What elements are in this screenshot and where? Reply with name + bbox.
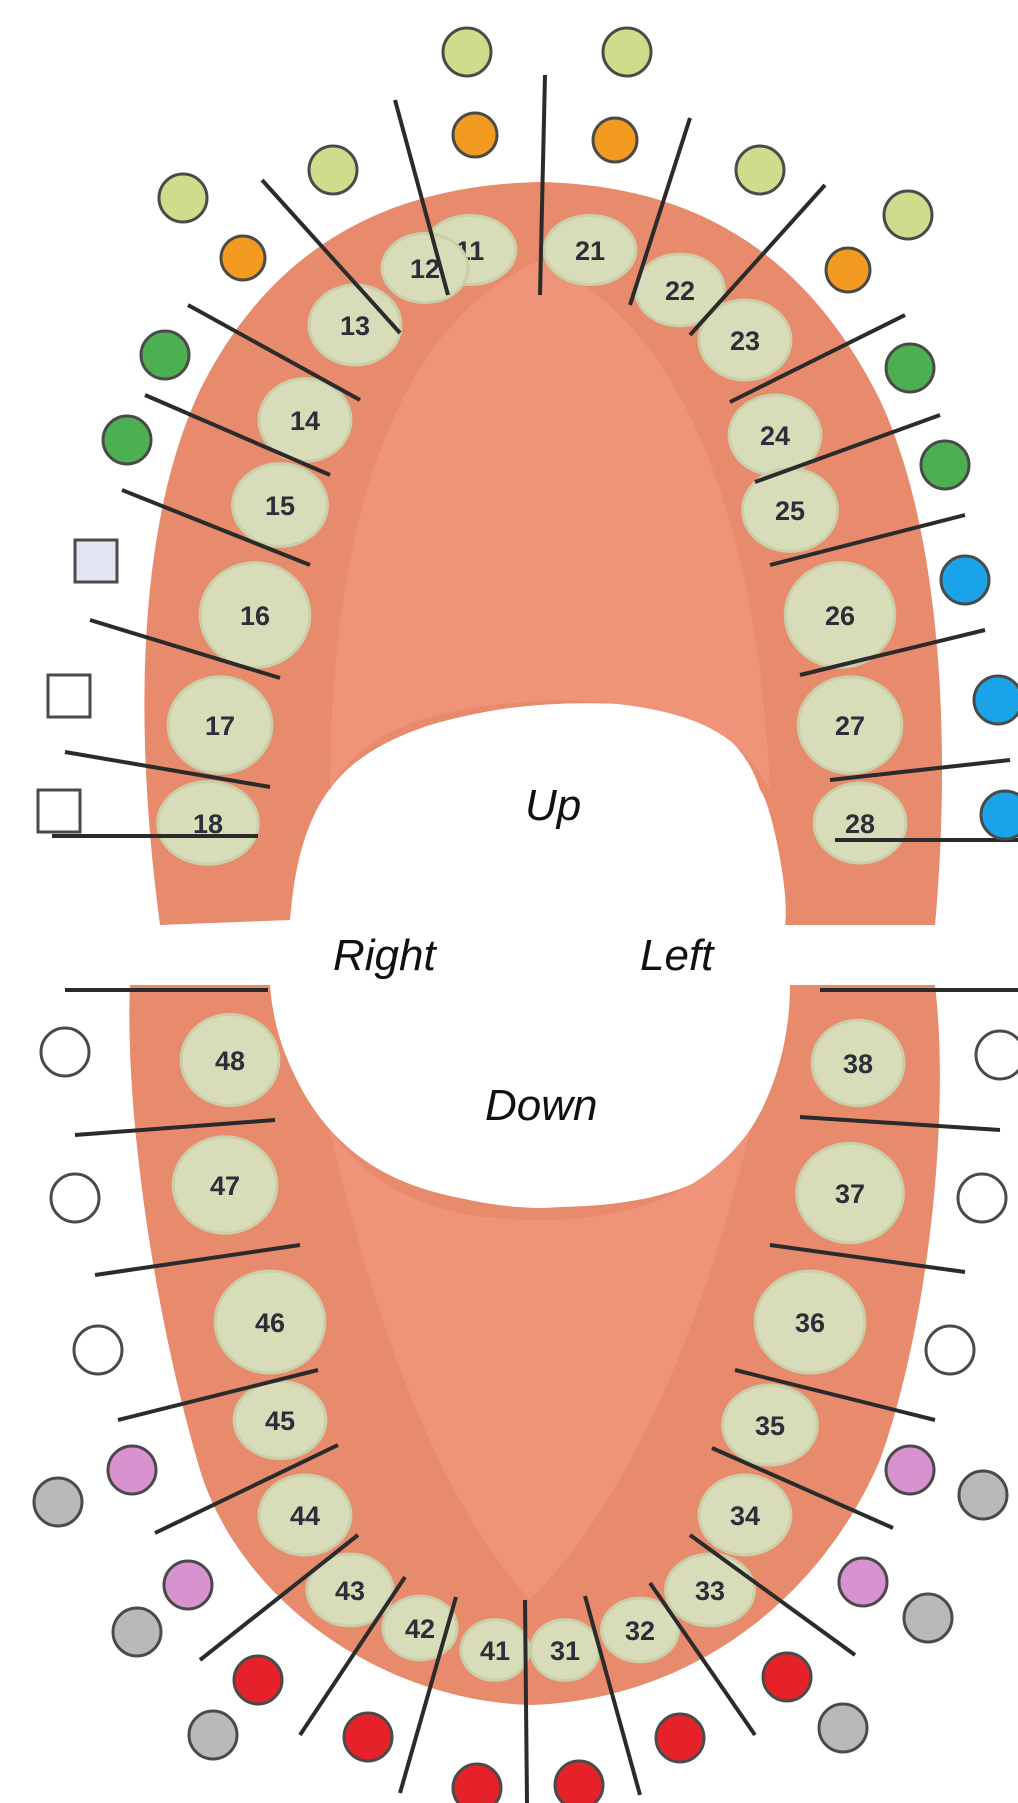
tooth-label-31: 31 <box>550 1636 580 1666</box>
label-left: Left <box>640 931 715 980</box>
marker-orange <box>453 113 497 157</box>
tooth-label-35: 35 <box>755 1411 785 1441</box>
marker-white <box>976 1031 1018 1079</box>
tooth-label-45: 45 <box>265 1406 295 1436</box>
marker-square-white <box>38 790 80 832</box>
marker-purple <box>839 1558 887 1606</box>
label-right: Right <box>333 931 437 980</box>
tooth-label-34: 34 <box>730 1501 760 1531</box>
marker-square-lavender <box>75 540 117 582</box>
tooth-label-17: 17 <box>205 711 235 741</box>
marker-white <box>958 1174 1006 1222</box>
marker-purple <box>886 1446 934 1494</box>
tooth-label-41: 41 <box>480 1636 510 1666</box>
marker-light-green <box>309 146 357 194</box>
tooth-label-28: 28 <box>845 809 875 839</box>
tooth-label-27: 27 <box>835 711 865 741</box>
marker-red <box>344 1713 392 1761</box>
marker-red <box>555 1761 603 1803</box>
marker-light-green <box>884 191 932 239</box>
tooth-label-24: 24 <box>760 421 790 451</box>
marker-gray <box>819 1704 867 1752</box>
marker-red <box>656 1714 704 1762</box>
tooth-label-25: 25 <box>775 496 805 526</box>
marker-orange <box>593 118 637 162</box>
label-up: Up <box>525 781 581 830</box>
marker-blue <box>941 556 989 604</box>
marker-green <box>921 441 969 489</box>
marker-gray <box>189 1711 237 1759</box>
marker-red <box>453 1764 501 1803</box>
marker-gray <box>34 1478 82 1526</box>
marker-purple <box>108 1446 156 1494</box>
marker-white <box>74 1326 122 1374</box>
label-down: Down <box>485 1081 598 1130</box>
marker-light-green <box>603 28 651 76</box>
tooth-label-48: 48 <box>215 1046 245 1076</box>
tooth-label-42: 42 <box>405 1614 435 1644</box>
marker-green <box>141 331 189 379</box>
tooth-label-37: 37 <box>835 1179 865 1209</box>
tooth-label-32: 32 <box>625 1616 655 1646</box>
tooth-label-47: 47 <box>210 1171 240 1201</box>
marker-light-green <box>159 174 207 222</box>
tooth-label-46: 46 <box>255 1308 285 1338</box>
tooth-label-13: 13 <box>340 311 370 341</box>
marker-white <box>51 1174 99 1222</box>
marker-red <box>234 1656 282 1704</box>
tooth-label-15: 15 <box>265 491 295 521</box>
tooth-label-43: 43 <box>335 1576 365 1606</box>
tooth-label-26: 26 <box>825 601 855 631</box>
tooth-label-44: 44 <box>290 1501 320 1531</box>
marker-orange <box>826 248 870 292</box>
marker-red <box>763 1653 811 1701</box>
marker-white <box>41 1028 89 1076</box>
marker-green <box>103 416 151 464</box>
tooth-label-14: 14 <box>290 406 320 436</box>
marker-purple <box>164 1561 212 1609</box>
marker-gray <box>113 1608 161 1656</box>
tooth-label-36: 36 <box>795 1308 825 1338</box>
tooth-label-21: 21 <box>575 236 605 266</box>
marker-orange <box>221 236 265 280</box>
tooth-label-12: 12 <box>410 254 440 284</box>
marker-light-green <box>736 146 784 194</box>
marker-blue <box>974 676 1018 724</box>
marker-gray <box>904 1594 952 1642</box>
marker-square-white <box>48 675 90 717</box>
separator-line <box>525 1600 527 1803</box>
tooth-label-16: 16 <box>240 601 270 631</box>
marker-gray <box>959 1471 1007 1519</box>
tooth-label-22: 22 <box>665 276 695 306</box>
tooth-label-38: 38 <box>843 1049 873 1079</box>
marker-white <box>926 1326 974 1374</box>
marker-blue <box>981 791 1018 839</box>
marker-light-green <box>443 28 491 76</box>
marker-green <box>886 344 934 392</box>
tooth-label-33: 33 <box>695 1576 725 1606</box>
tooth-label-23: 23 <box>730 326 760 356</box>
